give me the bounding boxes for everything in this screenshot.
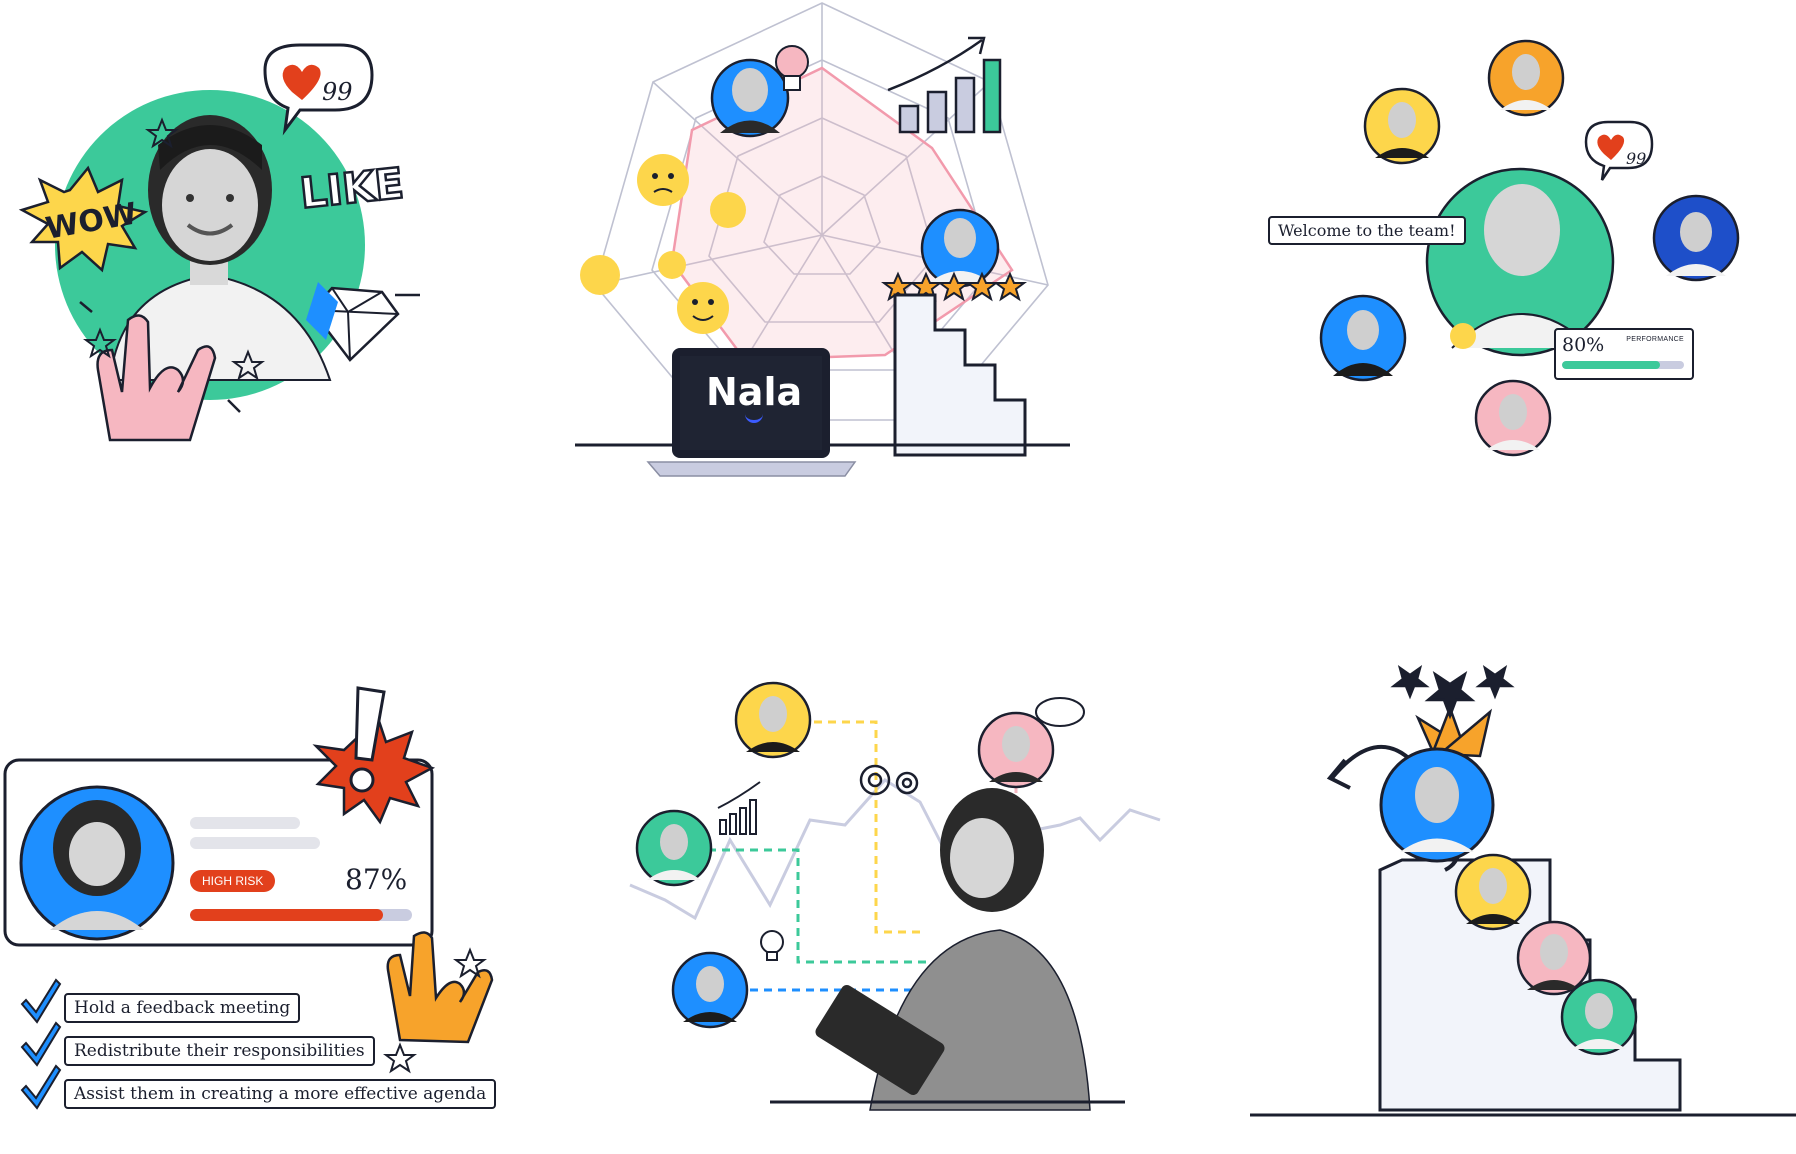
heart-speech-bubble: 99 xyxy=(263,43,374,136)
portrait-man-blue-avatar xyxy=(920,208,1000,288)
woman-portrait xyxy=(108,115,332,381)
career-growth-illustration xyxy=(1250,664,1796,1117)
lightbulb-icon xyxy=(775,45,809,91)
action-item-1[interactable]: Hold a feedback meeting xyxy=(64,993,301,1023)
panel-data-analysis xyxy=(620,670,1161,1130)
portrait-woman-navy-avatar xyxy=(1652,194,1740,282)
laptop-brand-logo: Nala xyxy=(706,370,803,414)
star-crown-icon xyxy=(1390,664,1515,758)
portrait-woman-pink-avatar xyxy=(1474,379,1552,457)
checkmark-icons xyxy=(20,978,62,1110)
panel-career-growth xyxy=(1250,660,1796,1150)
growth-bars-icon xyxy=(887,36,1002,134)
worried-face-icon xyxy=(637,154,689,206)
rock-hand-icon xyxy=(386,931,494,1044)
panel-performance-review: Nala xyxy=(560,0,1080,490)
heart-eyes-emoji-icon xyxy=(1450,323,1476,349)
placeholder-line xyxy=(190,817,300,829)
social-stickers-illustration: 99 LIKE WOW xyxy=(18,43,420,442)
like-count-label: 99 xyxy=(322,78,353,106)
heart-icon xyxy=(1597,134,1625,160)
portrait-woman-yellow-avatar xyxy=(1454,853,1532,931)
like-sticker-text: LIKE xyxy=(298,158,406,218)
star-doodles xyxy=(83,117,265,381)
panel-risk-alert: HIGH RISK 87% Hold a feedback meeting Re… xyxy=(0,680,500,1120)
sad-face-icon xyxy=(710,192,746,228)
logo-smile-mark xyxy=(745,412,763,423)
tablet-device xyxy=(815,985,945,1095)
laptop-device xyxy=(646,348,857,477)
analyst-woman-figure xyxy=(815,788,1091,1111)
portrait-man-green-avatar xyxy=(635,809,713,887)
smile-face-icon xyxy=(677,282,729,334)
heart-speech-bubble: 99 xyxy=(1584,120,1654,181)
sparkle-lines xyxy=(79,293,420,413)
welcome-label: Welcome to the team! xyxy=(1268,216,1466,245)
placeholder-line xyxy=(190,837,320,849)
high-risk-badge: HIGH RISK xyxy=(190,870,276,892)
blush-face-icon xyxy=(580,255,620,295)
portrait-woman-glasses-avatar xyxy=(710,58,790,138)
employee-at-risk-avatar xyxy=(19,785,175,941)
risk-fill xyxy=(190,909,384,921)
gears-icon xyxy=(859,764,919,796)
emoji-group xyxy=(580,154,746,334)
performance-radar-illustration xyxy=(575,2,1070,477)
portrait-man-green-avatar xyxy=(1560,978,1638,1056)
risk-track xyxy=(190,909,412,921)
team-onboarding-illustration: 99 xyxy=(1319,39,1740,457)
portrait-woman-yellow-avatar xyxy=(734,681,812,759)
star-doodles xyxy=(383,947,487,1074)
portrait-woman-yellow-avatar xyxy=(1363,87,1441,165)
performance-label: PERFORMANCE xyxy=(1626,336,1684,343)
growth-bars-icon xyxy=(717,781,761,835)
exclamation-icon xyxy=(354,686,386,762)
portrait-woman-blue-avatar xyxy=(1379,747,1495,863)
heart-icon xyxy=(282,64,321,100)
action-item-2[interactable]: Redistribute their responsibilities xyxy=(64,1036,375,1066)
portrait-man-beard-avatar xyxy=(1319,294,1407,382)
speech-bubble-icon xyxy=(1035,697,1085,727)
performance-card: 80% PERFORMANCE xyxy=(1554,328,1694,380)
data-analysis-illustration xyxy=(629,681,1161,1111)
grimace-face-icon xyxy=(658,251,686,279)
wow-burst-sticker: WOW xyxy=(18,165,149,273)
portrait-man-blue-avatar xyxy=(671,951,749,1029)
portrait-woman-pink-avatar xyxy=(977,711,1055,789)
risk-percent: 87% xyxy=(345,863,408,896)
lightbulb-icon xyxy=(760,930,784,961)
performance-fill xyxy=(1562,361,1660,369)
action-item-3[interactable]: Assist them in creating a more effective… xyxy=(64,1079,497,1109)
panel-team-onboarding: 99 Welcome to the team! 80% PERFORMANCE xyxy=(1260,30,1760,470)
rock-hand-icon xyxy=(96,314,217,442)
stairs-shape xyxy=(893,293,1027,457)
performance-track xyxy=(1562,361,1684,369)
alert-burst-icon xyxy=(312,686,436,825)
panel-social-stickers: 99 LIKE WOW xyxy=(0,20,440,460)
performance-value: 80% xyxy=(1562,334,1605,356)
portrait-man-orange-avatar xyxy=(1487,39,1565,117)
rating-stars-icon xyxy=(881,271,1027,302)
diamond-icon xyxy=(306,282,400,362)
risk-alert-illustration xyxy=(3,686,494,1110)
portrait-woman-pink-avatar xyxy=(1516,920,1592,996)
like-count-label: 99 xyxy=(1626,149,1646,168)
